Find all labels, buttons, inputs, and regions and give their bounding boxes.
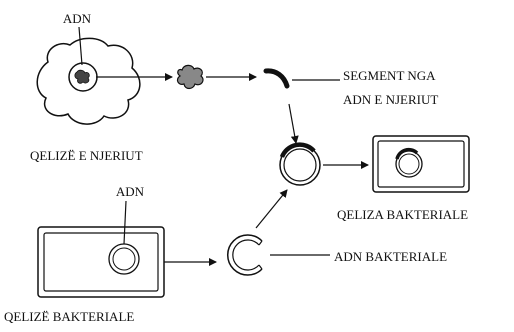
arrow-open-plasmid-to-recombinant <box>255 189 288 229</box>
arrow-segment-to-plasmid <box>288 103 299 144</box>
recombinant-insert <box>279 142 316 158</box>
source-plasmid-inner <box>112 247 136 271</box>
recombinant-plasmid-inner <box>283 148 317 182</box>
adn-bottom-pointer <box>123 200 127 245</box>
label-bacterial-dna: ADN BAKTERIALE <box>334 249 447 264</box>
open-plasmid-inner <box>232 239 260 271</box>
open-plasmid-outer <box>226 234 263 276</box>
result-plasmid-insert <box>395 147 419 160</box>
label-adn-bottom: ADN <box>116 184 145 199</box>
adn-top-pointer <box>78 26 83 66</box>
open-plasmid-cap-top <box>258 240 263 246</box>
label-human-cell: QELIZË E NJERIUT <box>30 148 143 163</box>
human-dna-segment <box>263 68 290 89</box>
label-segment-line1: SEGMENT NGA <box>343 68 436 83</box>
label-segment-line2: ADN E NJERIUT <box>343 92 438 107</box>
human-cell-membrane <box>36 37 141 125</box>
result-bacterial-cell-inner <box>377 140 465 188</box>
open-plasmid-cap-bottom <box>258 264 263 270</box>
human-chromatin <box>74 69 90 84</box>
label-bacterial-cell-source: QELIZË BAKTERIALE <box>4 309 134 324</box>
label-bacterial-cell-result: QELIZA BAKTERIALE <box>337 207 468 222</box>
extracted-dna-blob <box>176 64 204 90</box>
source-bacterial-cell-inner <box>43 232 159 292</box>
label-adn-top: ADN <box>63 11 92 26</box>
result-bacterial-cell-outer <box>372 135 470 193</box>
result-plasmid-inner <box>398 153 420 175</box>
source-bacterial-cell-outer <box>37 226 165 298</box>
